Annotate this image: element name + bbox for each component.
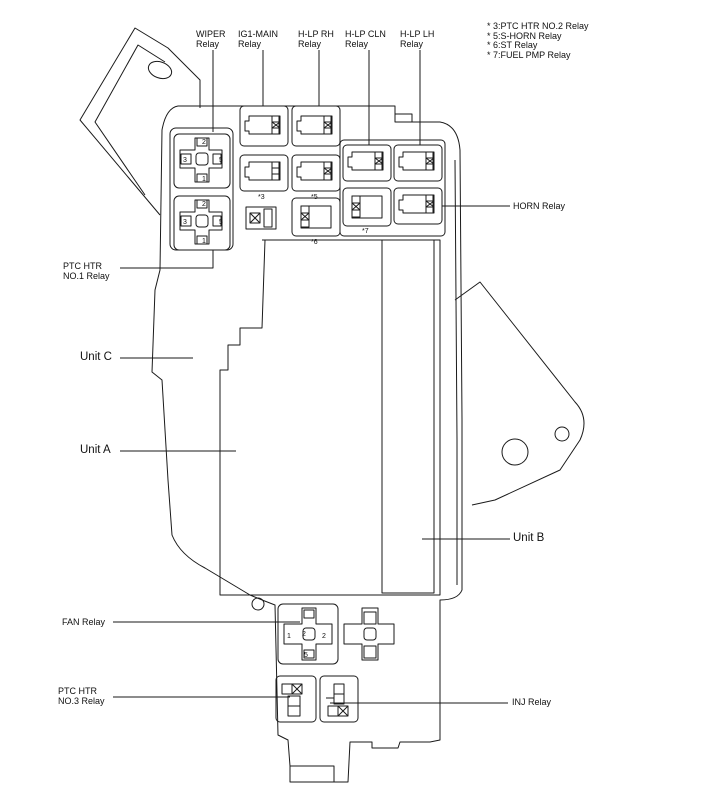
hlp-cln-relay-label-line1: H-LP CLN <box>345 29 386 39</box>
unit-b-label: Unit B <box>513 532 545 544</box>
inj-relay-socket <box>319 675 359 723</box>
slot-mark: *6 <box>311 239 318 246</box>
horn-relay-socket <box>393 187 443 225</box>
wiper-relay-label-line1: WIPER <box>196 29 226 39</box>
hlp-rh-relay-label: H-LP RH Relay <box>298 29 334 49</box>
pin-label: 5 <box>219 219 223 226</box>
housing-latch <box>394 113 413 122</box>
ptc-htr-no1-relay-label: PTC HTR NO.1 Relay <box>63 261 110 281</box>
slot-mark: *7 <box>362 228 369 235</box>
note-item: * 3:PTC HTR NO.2 Relay <box>487 21 589 31</box>
hlp-rh-relay-socket <box>291 105 341 147</box>
bracket-hole-top <box>147 60 173 80</box>
fuse-box-housing <box>151 105 463 783</box>
hlp-lh-relay-socket <box>393 144 443 182</box>
mounting-bracket-top-inner <box>94 44 166 196</box>
bracket-hole-right-small <box>554 426 570 442</box>
mounting-bracket-right <box>454 281 585 506</box>
hlp-rh-relay-label-line2: Relay <box>298 39 322 49</box>
fan-relay-label: FAN Relay <box>62 617 106 627</box>
relay-block-right <box>339 139 446 237</box>
small-relay-socket <box>245 206 277 230</box>
hlp-lh-relay-label: H-LP LH Relay <box>400 29 434 49</box>
wiper-relay-label: WIPER Relay <box>196 29 226 49</box>
pin-label: 1 <box>202 238 206 245</box>
unit-b-region <box>381 239 435 594</box>
ptc-htr-no3-relay-socket <box>275 675 317 723</box>
pin-label: 1 <box>202 176 206 183</box>
wiper-relay-socket <box>173 133 231 189</box>
bracket-hole-right-large <box>501 438 529 466</box>
fan-relay-socket <box>277 603 339 665</box>
st-relay-socket <box>291 197 341 237</box>
pin-label: 3 <box>183 219 187 226</box>
note-item: * 7:FUEL PMP Relay <box>487 49 571 60</box>
ptc-htr-no3-relay-label: PTC HTR NO.3 Relay <box>58 686 105 706</box>
ptc-htr-no3-label-line2: NO.3 Relay <box>58 696 105 706</box>
housing-hole <box>251 597 265 611</box>
spare-relay-socket <box>343 607 395 661</box>
inj-relay-label: INJ Relay <box>512 697 552 707</box>
fuel-pmp-relay-socket <box>342 187 392 227</box>
ptc-htr-no1-label-line2: NO.1 Relay <box>63 271 110 281</box>
hlp-rh-relay-label-line1: H-LP RH <box>298 29 334 39</box>
ig1-main-relay-socket <box>239 105 289 147</box>
hlp-lh-relay-label-line2: Relay <box>400 39 424 49</box>
pin-label: 2 <box>322 633 326 640</box>
housing-inner-edge <box>454 159 458 585</box>
note-item: * 5:S-HORN Relay <box>487 30 562 41</box>
ptc-htr-no1-relay-socket <box>173 195 231 251</box>
ig1-main-relay-label-line2: Relay <box>238 39 262 49</box>
unit-a-label: Unit A <box>80 444 111 456</box>
pin-label: 1 <box>287 633 291 640</box>
ptc-htr-no1-label-line1: PTC HTR <box>63 261 102 271</box>
wiper-relay-label-line2: Relay <box>196 39 220 49</box>
unit-c-label: Unit C <box>80 351 112 363</box>
pin-label: 5 <box>304 652 308 659</box>
pin-label: 2 <box>302 631 306 638</box>
unit-a-region <box>219 239 441 596</box>
pin-label: 5 <box>219 157 223 164</box>
pin-label: 3 <box>183 157 187 164</box>
pin-label: 2 <box>202 139 206 146</box>
slot-mark: *3 <box>258 194 265 201</box>
ptc-htr-no2-relay-socket <box>239 154 289 192</box>
pin-label: 2 <box>202 201 206 208</box>
mounting-bracket-top <box>79 27 201 216</box>
ig1-main-relay-label-line1: IG1-MAIN <box>238 29 279 39</box>
relay-notes: * 3:PTC HTR NO.2 Relay * 5:S-HORN Relay … <box>487 21 589 60</box>
hlp-cln-relay-label: H-LP CLN Relay <box>345 29 386 49</box>
note-item: * 6:ST Relay <box>487 40 538 50</box>
hlp-lh-relay-label-line1: H-LP LH <box>400 29 435 39</box>
hlp-cln-relay-label-line2: Relay <box>345 39 369 49</box>
horn-relay-label: HORN Relay <box>513 201 566 211</box>
slot-mark: *5 <box>311 194 318 201</box>
housing-bottom-tab <box>289 766 334 783</box>
ptc-htr-no3-label-line1: PTC HTR <box>58 686 97 696</box>
ig1-main-relay-label: IG1-MAIN Relay <box>238 29 278 49</box>
s-horn-relay-socket <box>291 154 341 192</box>
hlp-cln-relay-socket <box>342 144 392 182</box>
